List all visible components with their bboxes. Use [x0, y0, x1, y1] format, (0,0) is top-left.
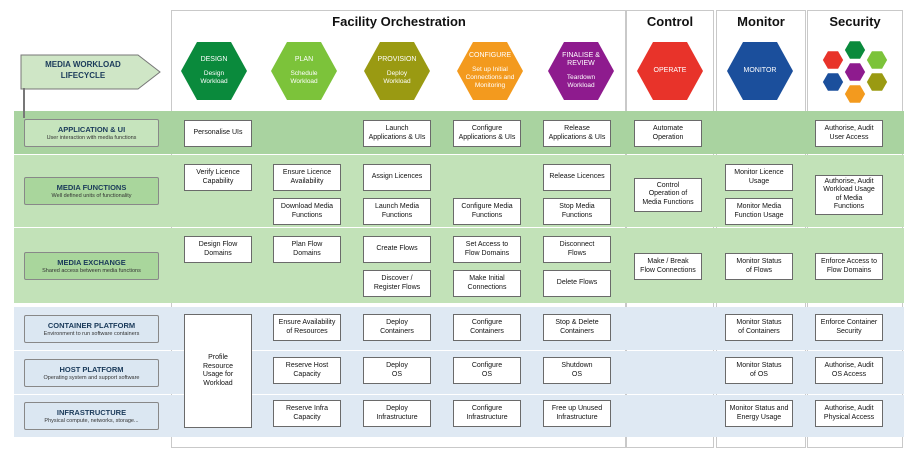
cell-plan-flow-domains: Plan Flow Domains [273, 236, 341, 263]
cell-shutdown-os: Shutdown OS [543, 357, 611, 384]
phase-hexagon-6: OPERATE [636, 41, 704, 101]
phase-subtitle: Schedule Workload [290, 70, 318, 85]
cell-configure-infrastructure: Configure Infrastructure [453, 400, 521, 427]
cell-reserve-infra: Reserve Infra Capacity [273, 400, 341, 427]
phase-title: CONFIGURE [469, 52, 511, 59]
lifecycle-arrow [20, 54, 161, 90]
phase-subtitle: Design Workload [200, 70, 228, 85]
cell-monitor-os: Monitor Status of OS [725, 357, 793, 384]
phase-subtitle: Set up Initial Connections and Monitorin… [465, 66, 515, 89]
phase-title: OPERATE [653, 67, 687, 74]
row-label-subtitle: Physical compute, networks, storage... [44, 418, 139, 424]
cell-monitor-licence: Monitor Licence Usage [725, 164, 793, 191]
header-facility-orchestration: Facility Orchestration [332, 14, 466, 29]
cell-deploy-os: Deploy OS [363, 357, 431, 384]
security-hexagon-cluster-icon [821, 39, 889, 105]
phase-hexagon-2: PLAN Schedule Workload [270, 41, 338, 101]
header-monitor: Monitor [737, 14, 785, 29]
cell-enforce-container-security: Enforce Container Security [815, 314, 883, 341]
cell-launch-media-functions: Launch Media Functions [363, 198, 431, 225]
row-label-title: APPLICATION & UI [57, 124, 126, 134]
cell-monitor-energy: Monitor Status and Energy Usage [725, 400, 793, 427]
cell-monitor-status-flows: Monitor Status of Flows [725, 253, 793, 280]
cell-personalise-uis: Personalise UIs [184, 120, 252, 147]
row-label-title: MEDIA FUNCTIONS [56, 183, 127, 192]
phase-subtitle: Deploy Workload [383, 70, 411, 85]
phase-hexagon-7: MONITOR [726, 41, 794, 101]
cell-configure-apps: Configure Applications & UIs [453, 120, 521, 147]
row-label-subtitle: Environment to run software containers [43, 330, 140, 337]
cell-monitor-containers: Monitor Status of Containers [725, 314, 793, 341]
row-label-title: INFRASTRUCTURE [56, 408, 127, 417]
row-label-subtitle: Well defined units of functionality [51, 193, 132, 199]
cell-profile-resource-usage: Profile Resource Usage for Workload [184, 314, 252, 428]
lifecycle-label-line2: LIFECYCLE [60, 71, 106, 80]
cell-enforce-access-flow: Enforce Access to Flow Domains [815, 253, 883, 280]
cell-authorise-workload-usage: Authorise, Audit Workload Usage of Media… [815, 174, 883, 215]
cell-free-infrastructure: Free up Unused Infrastructure [543, 400, 611, 427]
cell-stop-delete-containers: Stop & Delete Containers [543, 314, 611, 341]
cell-automate-operation: Automate Operation [634, 120, 702, 147]
cell-release-licences: Release Licences [543, 164, 611, 191]
lifecycle-label-line1: MEDIA WORKLOAD [45, 60, 121, 69]
phase-title: DESIGN [200, 56, 228, 63]
cell-deploy-containers: Deploy Containers [363, 314, 431, 341]
cell-download-media-functions: Download Media Functions [273, 198, 341, 225]
row-label-subtitle: Operating system and support software [43, 374, 140, 381]
phase-title: PLAN [294, 56, 314, 63]
cell-launch-apps: Launch Applications & UIs [363, 120, 431, 147]
cell-configure-containers: Configure Containers [453, 314, 521, 341]
cell-stop-media-functions: Stop Media Functions [543, 198, 611, 225]
cell-create-flows: Create Flows [363, 236, 431, 263]
phase-hexagon-1: DESIGN Design Workload [180, 41, 248, 101]
header-security: Security [829, 14, 881, 29]
cell-make-break-flow: Make / Break Flow Connections [634, 253, 702, 280]
phase-title: MONITOR [743, 67, 777, 74]
phase-hexagon-4: CONFIGURE Set up Initial Connections and … [456, 41, 524, 101]
cell-authorise-physical-access: Authorise, Audit Physical Access [815, 400, 883, 427]
cell-ensure-licence: Ensure Licence Availability [273, 164, 341, 191]
cell-release-apps: Release Applications & UIs [543, 120, 611, 147]
row-label-subtitle: User interaction with media functions [46, 134, 137, 141]
cell-authorise-os-access: Authorise, Audit OS Access [815, 357, 883, 384]
cell-control-operation: Control Operation of Media Functions [634, 177, 702, 212]
cell-set-access-flow: Set Access to Flow Domains [453, 236, 521, 263]
cell-configure-os: Configure OS [453, 357, 521, 384]
cell-discover-flows: Discover / Register Flows [363, 270, 431, 297]
lifecycle-connector [23, 88, 25, 118]
cell-ensure-resources: Ensure Availability of Resources [273, 314, 341, 341]
cell-reserve-host: Reserve Host Capacity [273, 357, 341, 384]
cell-verify-licence: Verify Licence Capability [184, 164, 252, 191]
cell-configure-media-functions: Configure Media Functions [453, 198, 521, 225]
cell-deploy-infrastructure: Deploy Infrastructure [363, 400, 431, 427]
row-label-title: HOST PLATFORM [59, 364, 124, 374]
cell-make-initial-connections: Make Initial Connections [453, 270, 521, 297]
phase-title: PROVISION [377, 56, 417, 63]
row-label-title: CONTAINER PLATFORM [47, 320, 136, 330]
phase-subtitle: Teardown Workload [566, 74, 596, 89]
header-control: Control [646, 14, 694, 29]
cell-authorise-user-access: Authorise, Audit User Access [815, 120, 883, 147]
cell-assign-licences: Assign Licences [363, 164, 431, 191]
phase-hexagon-3: PROVISION Deploy Workload [363, 41, 431, 101]
phase-hexagon-5: FINALISE & REVIEW Teardown Workload [547, 41, 615, 101]
cell-delete-flows: Delete Flows [543, 270, 611, 297]
cell-monitor-media-function-usage: Monitor Media Function Usage [725, 198, 793, 225]
row-label-subtitle: Shared access between media functions [42, 267, 141, 274]
cell-design-flow-domains: Design Flow Domains [184, 236, 252, 263]
cell-disconnect-flows: Disconnect Flows [543, 236, 611, 263]
phase-title: FINALISE & REVIEW [562, 52, 600, 67]
row-label-title: MEDIA EXCHANGE [57, 257, 126, 267]
